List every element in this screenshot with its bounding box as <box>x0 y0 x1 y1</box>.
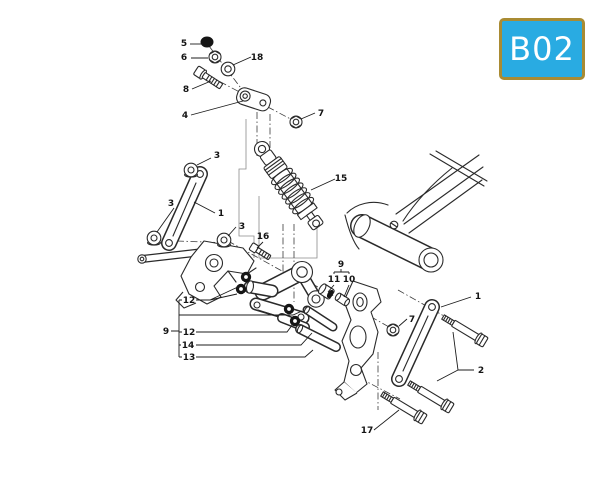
part-pin-14 <box>302 305 338 332</box>
part-bushing-3a <box>183 162 199 178</box>
part-pin-13 <box>295 324 341 352</box>
callout-2[interactable]: 2 <box>478 366 484 376</box>
callout-17[interactable]: 17 <box>361 426 374 436</box>
swingarm-right <box>344 150 488 273</box>
callout-12b[interactable]: 12 <box>183 328 196 338</box>
callout-11[interactable]: 11 <box>328 275 341 285</box>
part-upper-mount-bracket <box>236 87 272 112</box>
callout-3b[interactable]: 3 <box>168 199 174 209</box>
callout-9-left[interactable]: 9 <box>163 327 169 337</box>
callout-5[interactable]: 5 <box>181 39 187 49</box>
page-code-label: B02 <box>509 30 575 68</box>
callout-3c[interactable]: 3 <box>239 222 245 232</box>
part-bushing-11 <box>318 283 335 300</box>
part-pin-10 <box>334 292 351 307</box>
callout-18[interactable]: 18 <box>251 53 264 63</box>
callout-14[interactable]: 14 <box>182 341 195 351</box>
callout-12a[interactable]: 12 <box>183 296 196 306</box>
callout-9-center[interactable]: 9 <box>338 260 344 270</box>
part-bushing-3b <box>146 230 162 246</box>
callout-13[interactable]: 13 <box>183 353 196 363</box>
part-shock-absorber <box>253 140 324 231</box>
callout-3a[interactable]: 3 <box>214 151 220 161</box>
part-link-plate-left <box>161 166 208 251</box>
part-seal-12c <box>283 303 295 315</box>
callout-4[interactable]: 4 <box>182 111 188 121</box>
callout-7-right[interactable]: 7 <box>409 315 415 325</box>
callout-1-left[interactable]: 1 <box>218 209 224 219</box>
part-rubber-cap <box>200 36 214 48</box>
part-washer-18 <box>220 61 236 77</box>
callout-16[interactable]: 16 <box>257 232 270 242</box>
part-link-plate-right <box>391 299 440 387</box>
part-nut-7-right <box>386 323 400 337</box>
callout-8[interactable]: 8 <box>183 85 189 95</box>
phantom-frame-outlines <box>238 119 318 259</box>
callout-15[interactable]: 15 <box>335 174 348 184</box>
swingarm-left-bracket <box>137 240 257 309</box>
callout-10[interactable]: 10 <box>343 275 356 285</box>
part-seal-12b <box>235 283 247 295</box>
part-seal-12a <box>240 271 252 283</box>
part-bolt-2a <box>439 311 490 349</box>
callout-6[interactable]: 6 <box>181 53 187 63</box>
page-code-badge: B02 <box>499 18 585 80</box>
callout-7-upper[interactable]: 7 <box>318 109 324 119</box>
part-nut-7-upper <box>289 115 303 129</box>
part-nut-6 <box>208 50 222 64</box>
part-rocker-arm <box>243 260 325 332</box>
frame-bracket-right <box>334 280 382 401</box>
callout-1-right[interactable]: 1 <box>475 292 481 302</box>
leader-lines <box>156 43 474 431</box>
callouts: 5 6 18 8 4 7 3 3 1 3 16 15 12 9 12 14 13… <box>163 39 484 436</box>
